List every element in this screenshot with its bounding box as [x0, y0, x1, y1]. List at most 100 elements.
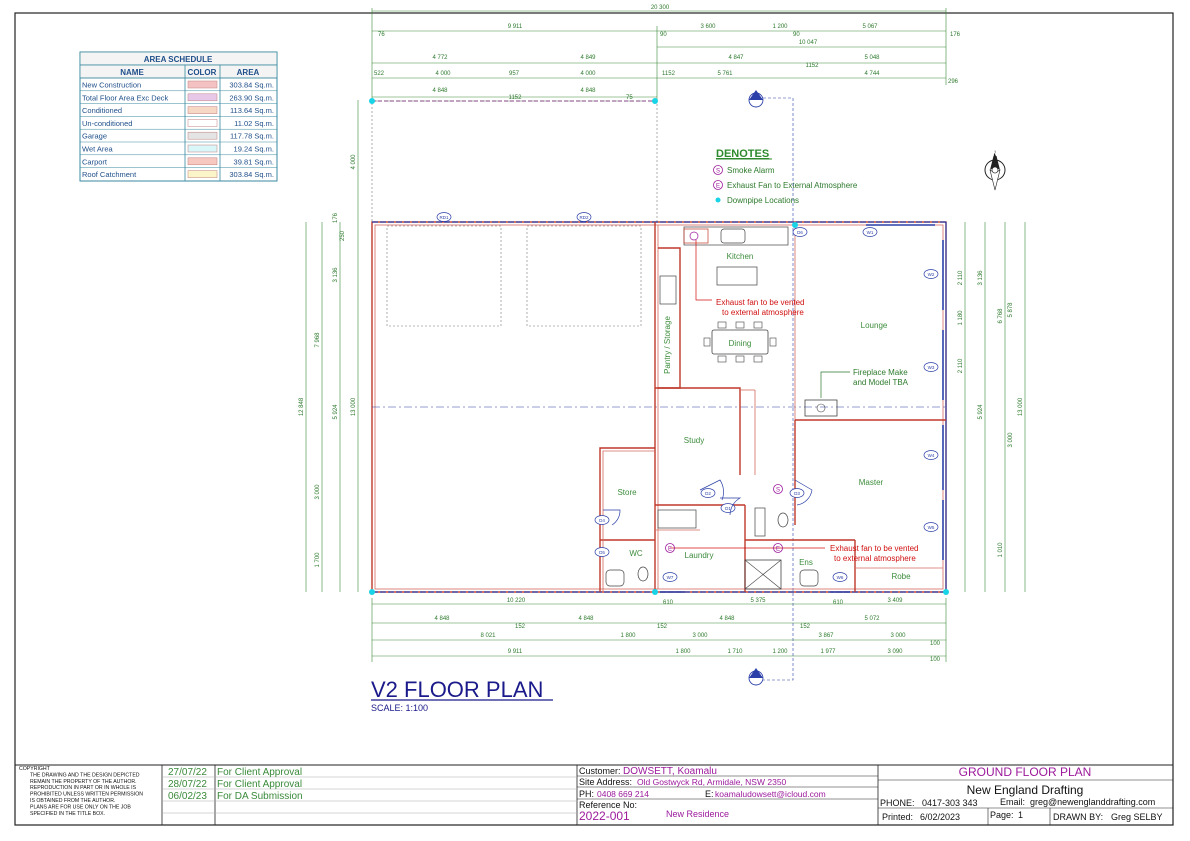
dim-bot-r3-f: 100 [930, 641, 941, 647]
phone-label: PHONE: [880, 798, 915, 808]
room-kitchen: Kitchen [727, 252, 754, 261]
area-row-area: 39.81 Sq.m. [234, 157, 274, 166]
dim-top-r5-b: 1152 [509, 95, 523, 101]
area-row-swatch [187, 80, 218, 89]
dim-bot-r4-c: 1 710 [727, 649, 743, 655]
page-value: 1 [1018, 810, 1023, 820]
dim-top-r5-a: 4 848 [432, 88, 448, 94]
dim-top-r3-d: 5 048 [864, 55, 880, 61]
dim-left-b: 7 968 [315, 332, 321, 348]
area-row-area: 303.84 Sq.m. [229, 81, 274, 90]
area-row-swatch [187, 170, 218, 178]
dim-left-f: 1 700 [315, 552, 321, 568]
dim-top-overall: 20 300 [651, 5, 670, 11]
rev-3-date: 06/02/23 [168, 791, 207, 802]
room-lounge: Lounge [861, 321, 888, 330]
top-dimensions: 20 300 9 911 3 600 1 200 5 067 76 90 90 … [371, 5, 961, 101]
opening-tag: D3 [789, 488, 805, 498]
site-value: Old Gostwyck Rd, Armidale, NSW 2350 [637, 777, 787, 787]
dim-right-c: 6 768 [998, 308, 1004, 324]
copyright-line: SPECIFIED IN THE TITLE BOX. [30, 811, 105, 817]
dim-bot-r2-f: 152 [800, 624, 811, 630]
opening-tag: W2 [923, 269, 939, 279]
bottom-dimensions: 10 220 610 5 375 610 3 409 4 848 152 4 8… [371, 598, 947, 663]
dim-bot-r1-c: 5 375 [750, 598, 766, 604]
area-row-name: Conditioned [82, 106, 122, 115]
copyright-line: THE DRAWING AND THE DESIGN DEPICTED [30, 772, 140, 778]
north-arrow-icon: N [984, 149, 1006, 191]
area-row-area: 263.90 Sq.m. [229, 93, 274, 102]
downpipe-icon [715, 197, 721, 203]
rev-2-date: 28/07/22 [168, 779, 207, 790]
opening-tag-label: RD2 [579, 215, 588, 220]
area-row-area: 11.02 Sq.m. [234, 119, 274, 128]
project-value: New Residence [666, 809, 729, 819]
dim-top-r1-b: 3 600 [700, 24, 716, 30]
dim-left-h: 4 000 [351, 154, 357, 170]
dim-bot-r3-e: 3 000 [890, 633, 906, 639]
ph-value: 0408 669 214 [597, 789, 649, 799]
phone-value: 0417-303 343 [922, 798, 978, 808]
opening-tag: W3 [923, 362, 939, 372]
north-label: N [992, 149, 998, 158]
dim-top-r4-c: 957 [509, 71, 520, 77]
opening-tag: D6 [792, 227, 808, 237]
company-name: New England Drafting [967, 783, 1084, 797]
printed-label: Printed: [882, 812, 913, 822]
dim-top-r3-c: 4 847 [728, 55, 744, 61]
copyright-line: PROHIBITED UNLESS WRITTEN PERMISSION [30, 792, 143, 798]
downpipe-markers [369, 98, 949, 595]
dim-top-r2: 10 047 [799, 40, 818, 46]
dim-top-r1b-b: 90 [660, 32, 667, 38]
company-email-value: greg@newenglanddrafting.com [1030, 797, 1155, 807]
dim-top-r1-a: 9 911 [508, 24, 523, 30]
denotes-exhaust-fan: Exhaust Fan to External Atmosphere [727, 181, 858, 190]
opening-tag: W4 [923, 450, 939, 460]
email-label: E: [705, 789, 714, 799]
dim-bot-r4-g: 100 [930, 657, 941, 663]
ph-label: PH: [579, 789, 594, 799]
opening-tag: D4 [594, 515, 610, 525]
opening-tag: RD1 [436, 212, 452, 222]
section-marker-bottom-icon [748, 668, 764, 686]
denotes-downpipe: Downpipe Locations [727, 196, 799, 205]
drawn-by-label: DRAWN BY: [1053, 812, 1103, 822]
area-row-area: 113.64 Sq.m. [230, 106, 274, 115]
opening-tag-label: D3 [794, 491, 800, 496]
opening-tag-label: D6 [797, 230, 803, 235]
dim-bot-r2-c: 4 848 [578, 616, 594, 622]
opening-tag-label: D5 [599, 550, 605, 555]
dim-right-i: 3 000 [1008, 432, 1014, 448]
dim-top-r5-d: 75 [626, 95, 633, 101]
note-exhaust-ens-2: to external atmosphere [834, 554, 916, 563]
room-dining: Dining [729, 339, 752, 348]
exhaust-fan-laundry-symbol: E [668, 547, 672, 553]
dim-right-f: 2 110 [958, 270, 964, 285]
copyright-line: PLANS ARE FOR USE ONLY ON THE JOB [30, 804, 131, 810]
printed-value: 6/02/2023 [920, 812, 960, 822]
dim-bot-r2-a: 4 848 [434, 616, 450, 622]
rev-1-desc: For Client Approval [217, 767, 302, 778]
area-row-name: Roof Catchment [82, 170, 137, 179]
denotes-title: DENOTES [716, 148, 769, 160]
area-row-name: Carport [82, 157, 108, 166]
sheet-title: GROUND FLOOR PLAN [959, 765, 1092, 779]
opening-tag-label: W4 [928, 453, 935, 458]
smoke-alarm-symbol: S [716, 169, 720, 175]
dim-left-j: 250 [340, 230, 346, 241]
dim-bot-r4-e: 1 977 [820, 649, 836, 655]
area-schedule-header-color: COLOR [188, 68, 217, 77]
area-schedule-header-area: AREA [237, 68, 260, 77]
dim-top-r1b-c: 90 [793, 32, 800, 38]
area-row-swatch [187, 119, 218, 127]
smoke-alarm-marker-icon: S [773, 484, 783, 494]
dim-right-b: 5 878 [1008, 302, 1014, 318]
fireplace-icon [804, 399, 838, 417]
exhaust-fan-ens-symbol: E [776, 547, 780, 553]
area-row-swatch [187, 106, 218, 114]
customer-value: DOWSETT, Koamalu [623, 766, 717, 777]
ref-value: 2022-001 [579, 809, 630, 823]
dim-left-g: 13 000 [351, 397, 357, 416]
plan-title: V2 FLOOR PLAN [371, 677, 543, 702]
